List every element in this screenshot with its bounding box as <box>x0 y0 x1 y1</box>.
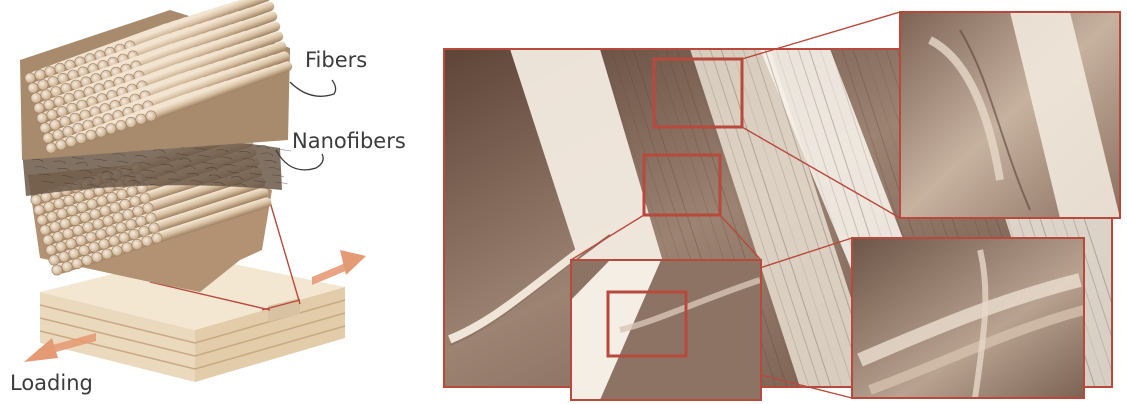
fibers-label: Fibers <box>305 48 367 72</box>
loading-label: Loading <box>10 371 93 395</box>
inset-micrograph-top <box>900 12 1120 218</box>
inset-micrograph-middle <box>571 260 761 400</box>
sem-micrograph-panel <box>444 12 1127 400</box>
arrow-right-icon <box>312 250 366 285</box>
nanofibers-label: Nanofibers <box>292 129 406 153</box>
fibers-label-leader <box>290 80 336 96</box>
schematic-illustration: Fibers Nanofibers Loading <box>10 0 406 395</box>
upper-fiber-stack <box>20 0 294 160</box>
inset-micrograph-bottom <box>852 238 1084 398</box>
